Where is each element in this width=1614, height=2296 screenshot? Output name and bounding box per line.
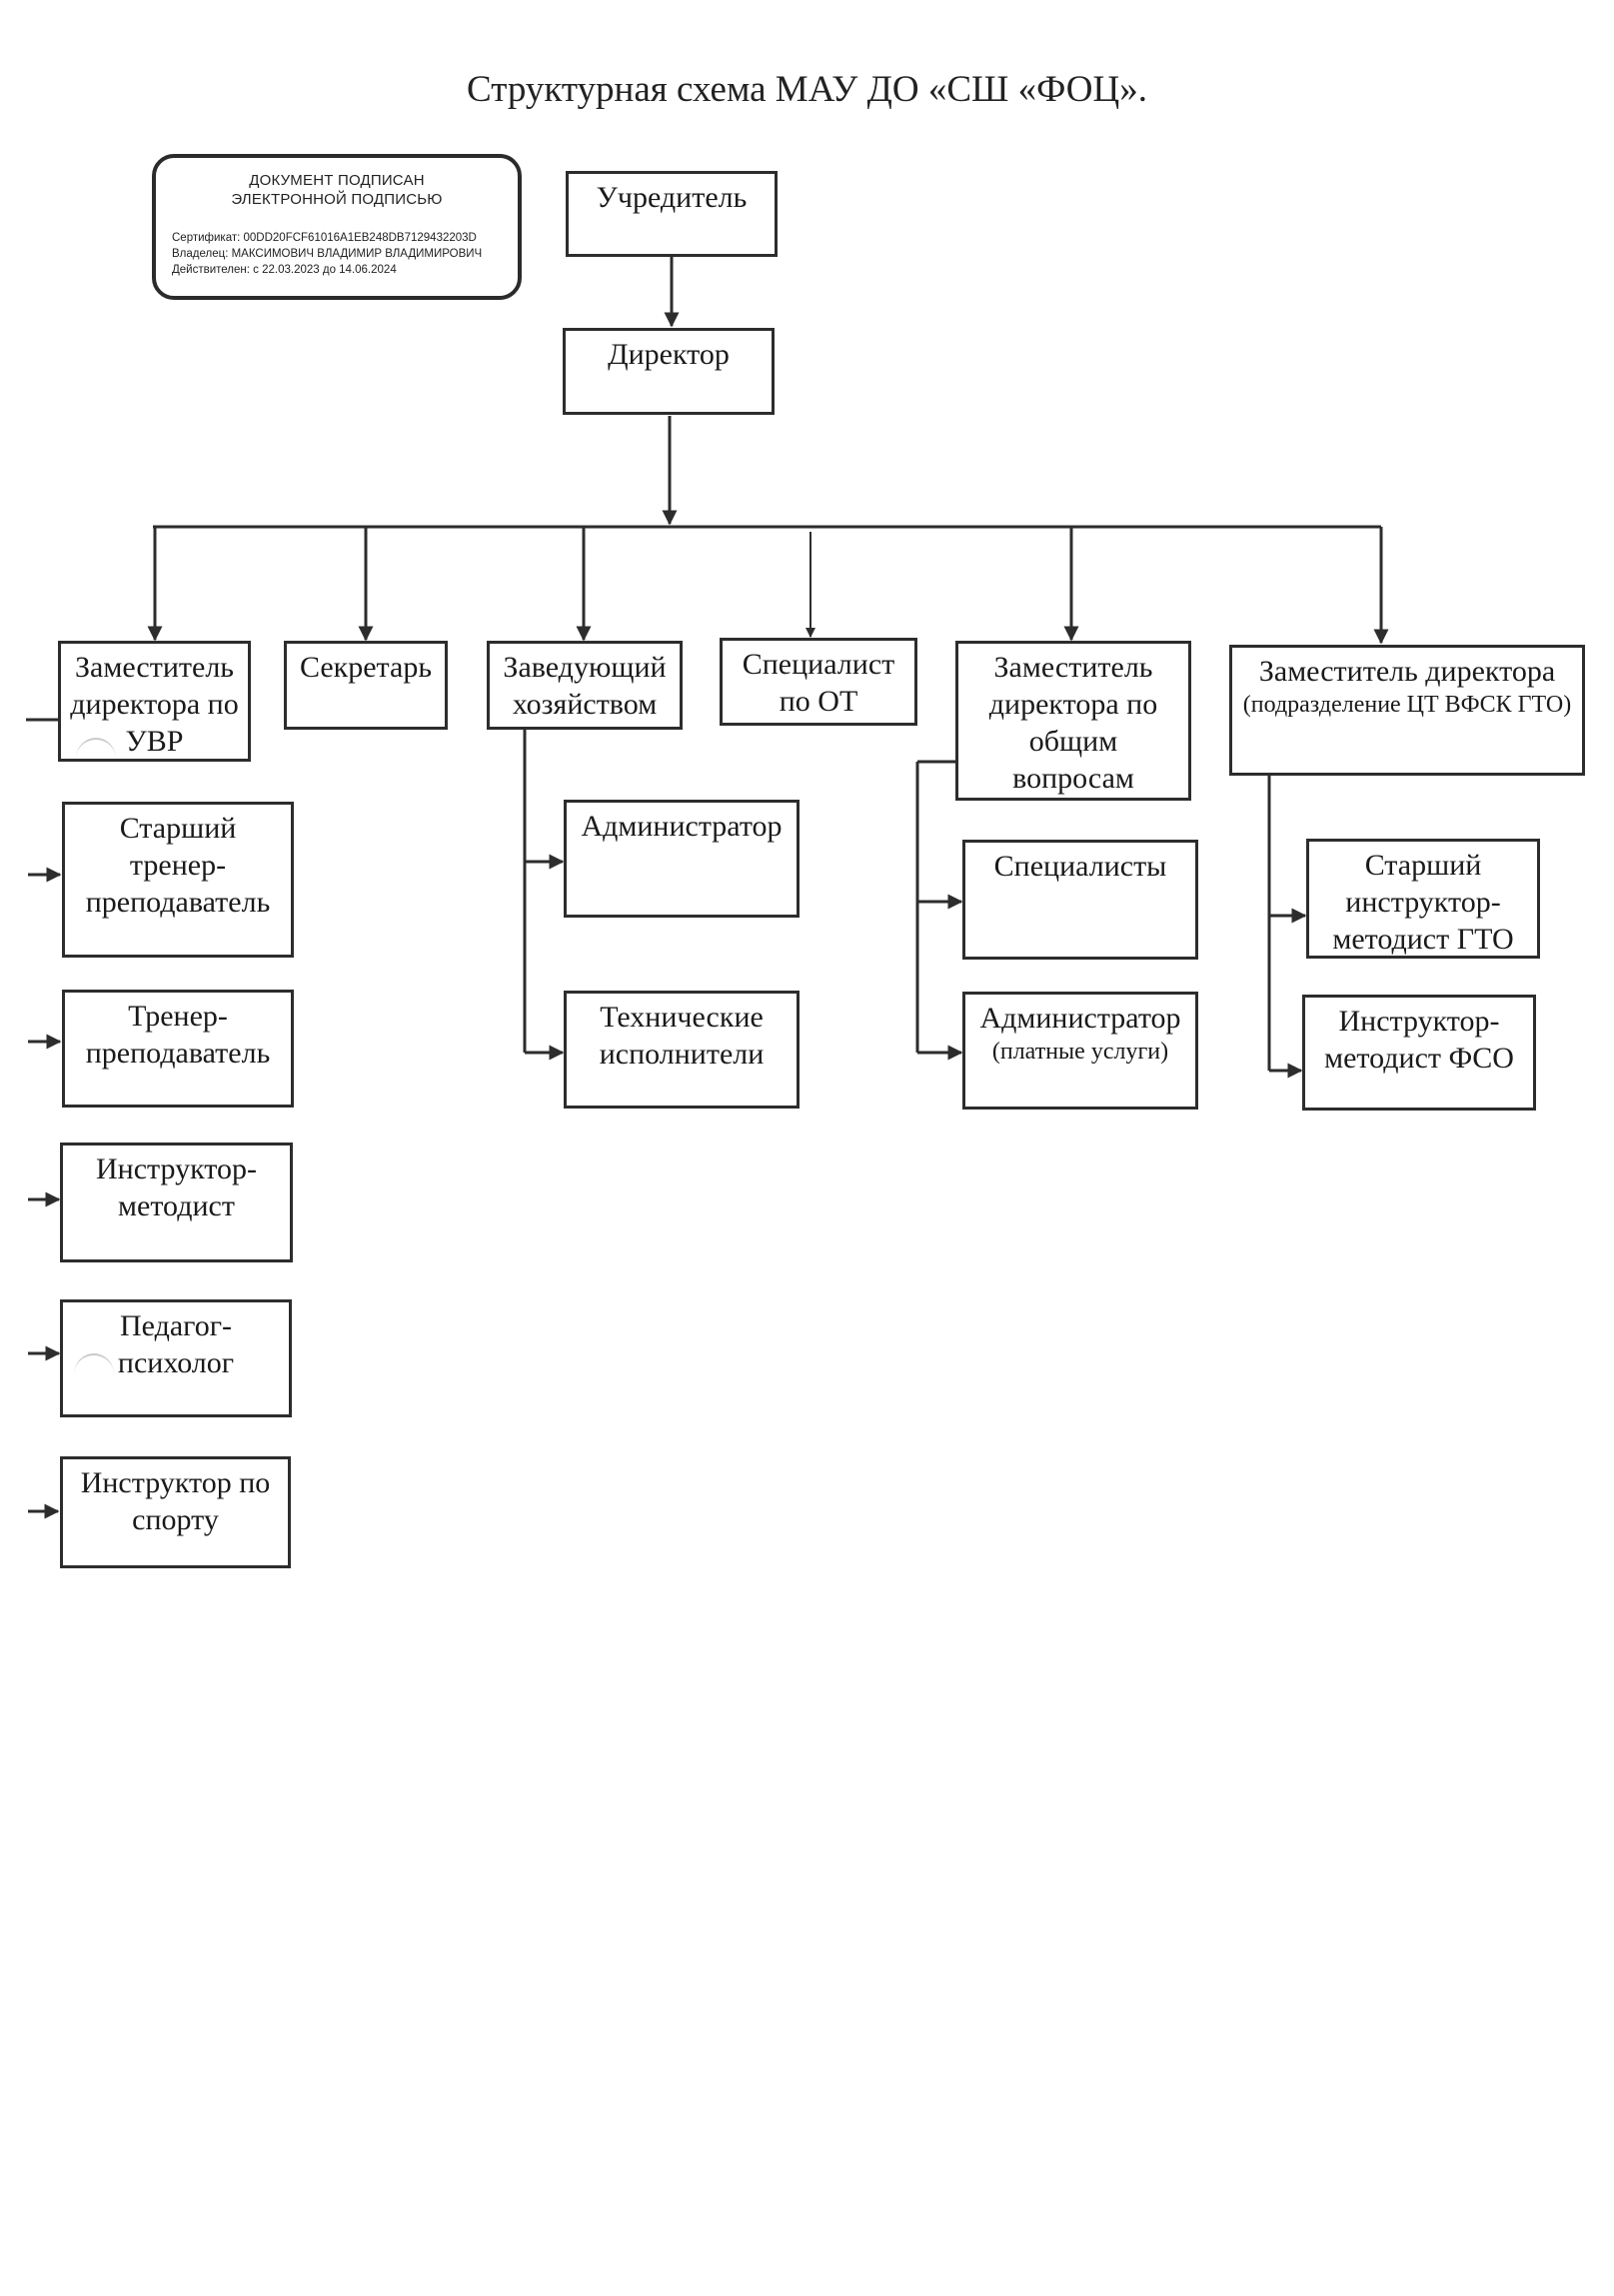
node-administrator-paid: Администратор (платные услуги): [962, 992, 1198, 1110]
node-sport-instructor: Инструктор по спорту: [60, 1456, 291, 1568]
node-deputy-gto: Заместитель директора (подразделение ЦТ …: [1229, 645, 1585, 776]
node-psychologist-line: психолог: [117, 1346, 235, 1379]
node-deputy-uvr: Заместитель директора по УВР: [58, 641, 251, 762]
e-signature-stamp: ДОКУМЕНТ ПОДПИСАН ЭЛЕКТРОННОЙ ПОДПИСЬЮ С…: [152, 154, 522, 300]
node-household-head-line: хозяйством: [512, 688, 658, 721]
node-secretary-label: Секретарь: [299, 651, 433, 684]
node-sport-instructor-line: Инструктор по: [80, 1466, 271, 1499]
node-deputy-uvr-line: Заместитель: [75, 651, 234, 684]
stamp-owner: Владелец: МАКСИМОВИЧ ВЛАДИМИР ВЛАДИМИРОВ…: [172, 248, 483, 260]
node-specialists: Специалисты: [962, 840, 1198, 960]
node-coach: Тренер- преподаватель: [62, 990, 294, 1108]
node-instructor-fso-line: методист ФСО: [1324, 1042, 1514, 1075]
node-ot-specialist-line: по ОТ: [779, 685, 858, 718]
node-specialists-label: Специалисты: [993, 850, 1167, 883]
node-deputy-general: Заместитель директора по общим вопросам: [955, 641, 1191, 801]
node-secretary: Секретарь: [284, 641, 448, 730]
node-deputy-gto-line: Заместитель директора: [1258, 655, 1556, 688]
stamp-valid: Действителен: с 22.03.2023 до 14.06.2024: [172, 264, 397, 276]
node-household-head-line: Заведующий: [503, 651, 667, 684]
node-instructor-fso: Инструктор- методист ФСО: [1302, 995, 1536, 1111]
node-senior-instructor-gto-line: Старший: [1364, 849, 1482, 882]
node-technical-staff: Технические исполнители: [564, 991, 800, 1109]
node-coach-line: Тренер-: [128, 1000, 228, 1033]
node-deputy-general-line: общим: [1028, 725, 1118, 758]
node-founder-label: Учредитель: [596, 181, 748, 214]
node-psychologist: Педагог- психолог: [60, 1299, 292, 1417]
scan-artifact: [74, 1353, 114, 1395]
node-ot-specialist: Специалист по ОТ: [720, 638, 917, 726]
node-deputy-uvr-line: директора по: [70, 688, 239, 721]
node-instructor-methodist-line: Инструктор-: [95, 1152, 257, 1185]
node-deputy-gto-subtitle: (подразделение ЦТ ВФСК ГТО): [1242, 692, 1572, 718]
node-instructor-methodist: Инструктор- методист: [60, 1143, 293, 1262]
node-senior-instructor-gto-line: методист ГТО: [1332, 923, 1514, 956]
node-administrator-paid-subtitle: (платные услуги): [991, 1039, 1169, 1065]
node-instructor-fso-line: Инструктор-: [1338, 1005, 1500, 1038]
node-technical-staff-line: Технические: [600, 1001, 764, 1034]
node-administrator: Администратор: [564, 800, 800, 918]
stamp-line-1: ДОКУМЕНТ ПОДПИСАН: [249, 172, 425, 189]
node-deputy-general-line: Заместитель: [993, 651, 1153, 684]
node-technical-staff-line: исполнители: [599, 1038, 765, 1071]
node-senior-coach-line: преподаватель: [85, 886, 271, 919]
node-senior-coach: Старший тренер- преподаватель: [62, 802, 294, 958]
node-deputy-general-line: директора по: [988, 688, 1158, 721]
node-senior-coach-line: тренер-: [129, 849, 227, 882]
node-founder: Учредитель: [566, 171, 778, 257]
stamp-line-2: ЭЛЕКТРОННОЙ ПОДПИСЬЮ: [231, 191, 443, 208]
node-senior-instructor-gto: Старший инструктор- методист ГТО: [1306, 839, 1540, 959]
node-ot-specialist-line: Специалист: [742, 648, 895, 681]
node-director: Директор: [563, 328, 775, 415]
node-senior-coach-line: Старший: [119, 812, 237, 845]
node-deputy-uvr-line: УВР: [125, 725, 184, 758]
node-administrator-paid-line: Администратор: [979, 1002, 1181, 1035]
stamp-certificate: Сертификат: 00DD20FCF61016A1EB248DB71294…: [172, 232, 477, 244]
node-psychologist-line: Педагог-: [119, 1309, 233, 1342]
page-title: Структурная схема МАУ ДО «СШ «ФОЦ».: [467, 69, 1147, 110]
node-senior-instructor-gto-line: инструктор-: [1345, 886, 1501, 919]
node-administrator-label: Администратор: [581, 810, 783, 843]
node-director-label: Директор: [608, 338, 730, 371]
node-coach-line: преподаватель: [85, 1037, 271, 1070]
node-instructor-methodist-line: методист: [118, 1189, 235, 1222]
node-sport-instructor-line: спорту: [132, 1503, 219, 1536]
node-household-head: Заведующий хозяйством: [487, 641, 683, 730]
node-deputy-general-line: вопросам: [1012, 762, 1134, 795]
scan-artifact: [76, 738, 116, 780]
